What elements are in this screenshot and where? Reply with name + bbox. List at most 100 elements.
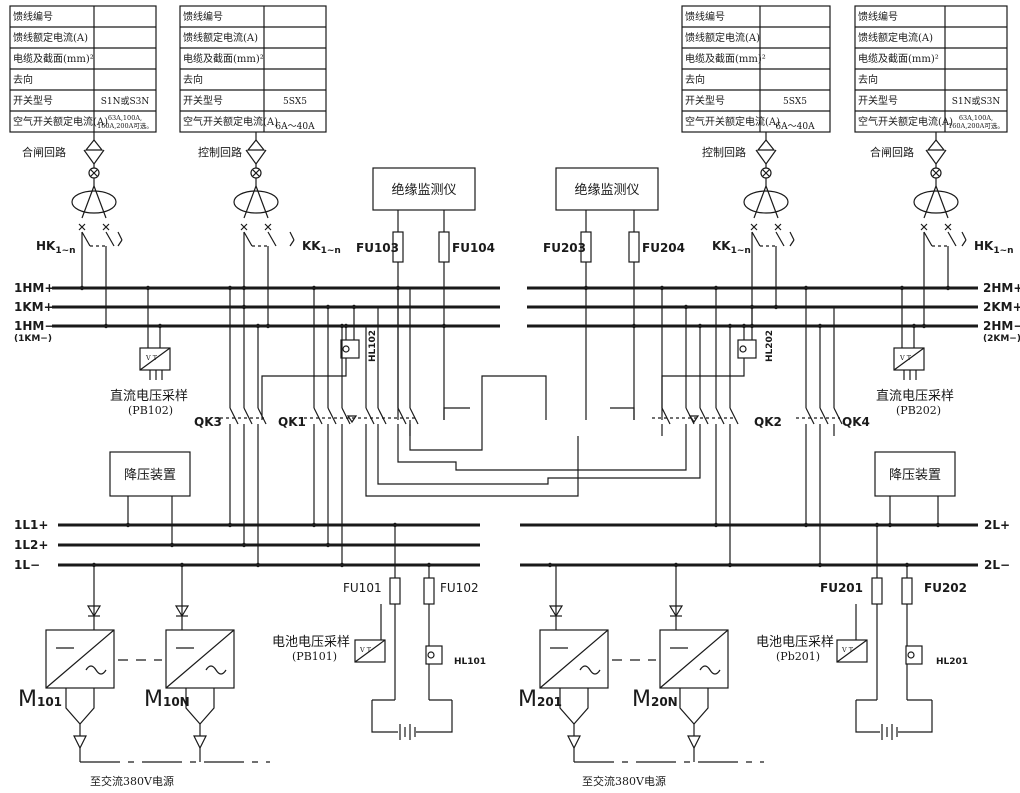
insulation-monitor-wiring bbox=[397, 210, 635, 420]
dc-sample-left-label: 直流电压采样 bbox=[110, 389, 188, 404]
qk-pole-blade bbox=[409, 407, 419, 425]
step-down-right-label: 降压装置 bbox=[889, 468, 941, 483]
hk-right-label: HK1~n bbox=[974, 239, 1014, 256]
bus-label-1l2-plus: 1L2+ bbox=[14, 538, 48, 552]
bus-label-1hm-plus: 1HM+ bbox=[14, 281, 54, 295]
feeder-table-label: 馈线编号 bbox=[685, 10, 725, 23]
junction-dot bbox=[103, 323, 109, 329]
feeder-table-label: 馈线额定电流(A) bbox=[858, 31, 933, 44]
feeder-connector-1 bbox=[71, 132, 117, 231]
fu102-label: FU102 bbox=[440, 581, 479, 595]
rectifier-module-1 bbox=[45, 565, 115, 762]
fu104-label: FU104 bbox=[452, 241, 495, 255]
qk-pole-blade bbox=[833, 407, 843, 425]
qk-switches bbox=[220, 288, 843, 436]
fuse-fu103 bbox=[392, 231, 404, 263]
bus-label-2km-plus: 2KM+ bbox=[983, 300, 1020, 314]
dc-sample-right-wiring bbox=[901, 288, 915, 348]
module-m20n-label: M20N bbox=[632, 687, 678, 712]
feeder-switch-blades bbox=[81, 231, 967, 256]
feeder-table-label: 空气开关额定电流(A) bbox=[13, 115, 108, 128]
fu203-label: FU203 bbox=[543, 241, 586, 255]
dc-sample-left-leads bbox=[149, 370, 163, 380]
hl201-label: HL201 bbox=[936, 657, 968, 667]
qk-pole-blade bbox=[327, 407, 337, 425]
rectifier-dashes bbox=[80, 659, 764, 763]
fu201-label: FU201 bbox=[820, 581, 863, 595]
hl202-box bbox=[737, 339, 757, 359]
ac-source-left-label: 至交流380V电源 bbox=[90, 774, 174, 788]
feeder-table-label: 电缆及截面(mm)² bbox=[13, 52, 94, 65]
module-m201-label: M201 bbox=[518, 687, 562, 712]
fuse-fu102 bbox=[423, 577, 435, 605]
circuit-label-control-left: 控制回路 bbox=[198, 145, 242, 159]
kk-left-label: KK1~n bbox=[302, 239, 341, 256]
hl201-lamp bbox=[907, 651, 915, 659]
feeder-table-value: 63A,100A, bbox=[959, 114, 993, 122]
feeder-table-label: 去向 bbox=[858, 73, 878, 86]
hl202-lamp bbox=[739, 345, 747, 353]
feeder-connectors bbox=[71, 132, 959, 231]
feeder-table-value: 5SX5 bbox=[283, 97, 307, 107]
step-down-right bbox=[874, 451, 956, 497]
junction-dot bbox=[441, 323, 447, 329]
batt-sample-right-id: (Pb201) bbox=[776, 650, 820, 663]
junction-dot bbox=[583, 285, 589, 291]
bus-label-2km-minus: (2KM−) bbox=[983, 334, 1020, 344]
batt-sample-left-label: 电池电压采样 bbox=[272, 635, 350, 650]
qk1-label: QK1 bbox=[278, 415, 306, 429]
hl101-lamp bbox=[427, 651, 435, 659]
bus-label-1l-minus: 1L− bbox=[14, 558, 40, 572]
feeder-table-label: 馈线额定电流(A) bbox=[183, 31, 258, 44]
hl202-wiring bbox=[743, 307, 753, 340]
batt-sample-right-diagonal bbox=[836, 639, 868, 663]
qk1-interlock-triangle bbox=[346, 415, 358, 424]
feeder-table-label: 空气开关额定电流(A) bbox=[858, 115, 953, 128]
step-down-wiring bbox=[127, 496, 939, 545]
battery-symbols bbox=[399, 724, 898, 740]
qk-pole-blade bbox=[377, 407, 387, 425]
hl102-wiring bbox=[345, 307, 355, 340]
feeder-table-label: 去向 bbox=[685, 73, 705, 86]
qk-pole-blade bbox=[397, 407, 407, 425]
circuit-label-close-right: 合闸回路 bbox=[870, 145, 914, 159]
feeder-table-value: 6A～40A bbox=[775, 122, 815, 132]
dc-sample-right-leads bbox=[903, 370, 917, 380]
feeder-table-value: S1N或S3N bbox=[101, 95, 150, 107]
bus-label-2hm-minus: 2HM− bbox=[983, 319, 1020, 333]
feeder-table-value-line2: 160A,200A可选。 bbox=[948, 121, 1004, 130]
feeder-table-label: 开关型号 bbox=[858, 94, 898, 107]
feeder-table-value: 63A,100A, bbox=[108, 114, 142, 122]
feeder-table-label: 馈线编号 bbox=[13, 10, 53, 23]
rectifier-module-3 bbox=[539, 565, 609, 762]
junction-dot bbox=[241, 285, 247, 291]
feeder-table-label: 空气开关额定电流(A) bbox=[183, 115, 278, 128]
kk-right-label: KK1~n bbox=[712, 239, 751, 256]
junction-dot bbox=[631, 323, 637, 329]
dc-sample-left-wiring bbox=[147, 288, 161, 348]
qk-pole-blade bbox=[729, 407, 739, 425]
fuse-fu101 bbox=[389, 577, 401, 605]
qk3-label: QK3 bbox=[194, 415, 222, 429]
dc-sample-right-label: 直流电压采样 bbox=[876, 389, 954, 404]
junction-dot bbox=[921, 323, 927, 329]
insulation-monitor-left bbox=[372, 167, 476, 211]
feeder-connector-3 bbox=[743, 132, 789, 231]
qk-pole-blade bbox=[313, 407, 323, 425]
step-down-left bbox=[109, 451, 191, 497]
qk2-label: QK2 bbox=[754, 415, 782, 429]
feeder-table-label: 开关型号 bbox=[183, 94, 223, 107]
feeder-table-label: 去向 bbox=[183, 73, 203, 86]
feeder-connector-4 bbox=[913, 132, 959, 231]
qk-pole-blade bbox=[715, 407, 725, 425]
dc-sample-left-vt: V T bbox=[145, 354, 158, 362]
dc-sample-right-id: (PB202) bbox=[896, 404, 941, 417]
insulation-monitor-left-label: 绝缘监测仪 bbox=[391, 182, 456, 198]
qk-pole-blade bbox=[365, 407, 375, 425]
feeder-table-value: S1N或S3N bbox=[952, 95, 1001, 107]
lower-busbars-right bbox=[520, 523, 978, 567]
circuit-label-control-right: 控制回路 bbox=[702, 145, 746, 159]
